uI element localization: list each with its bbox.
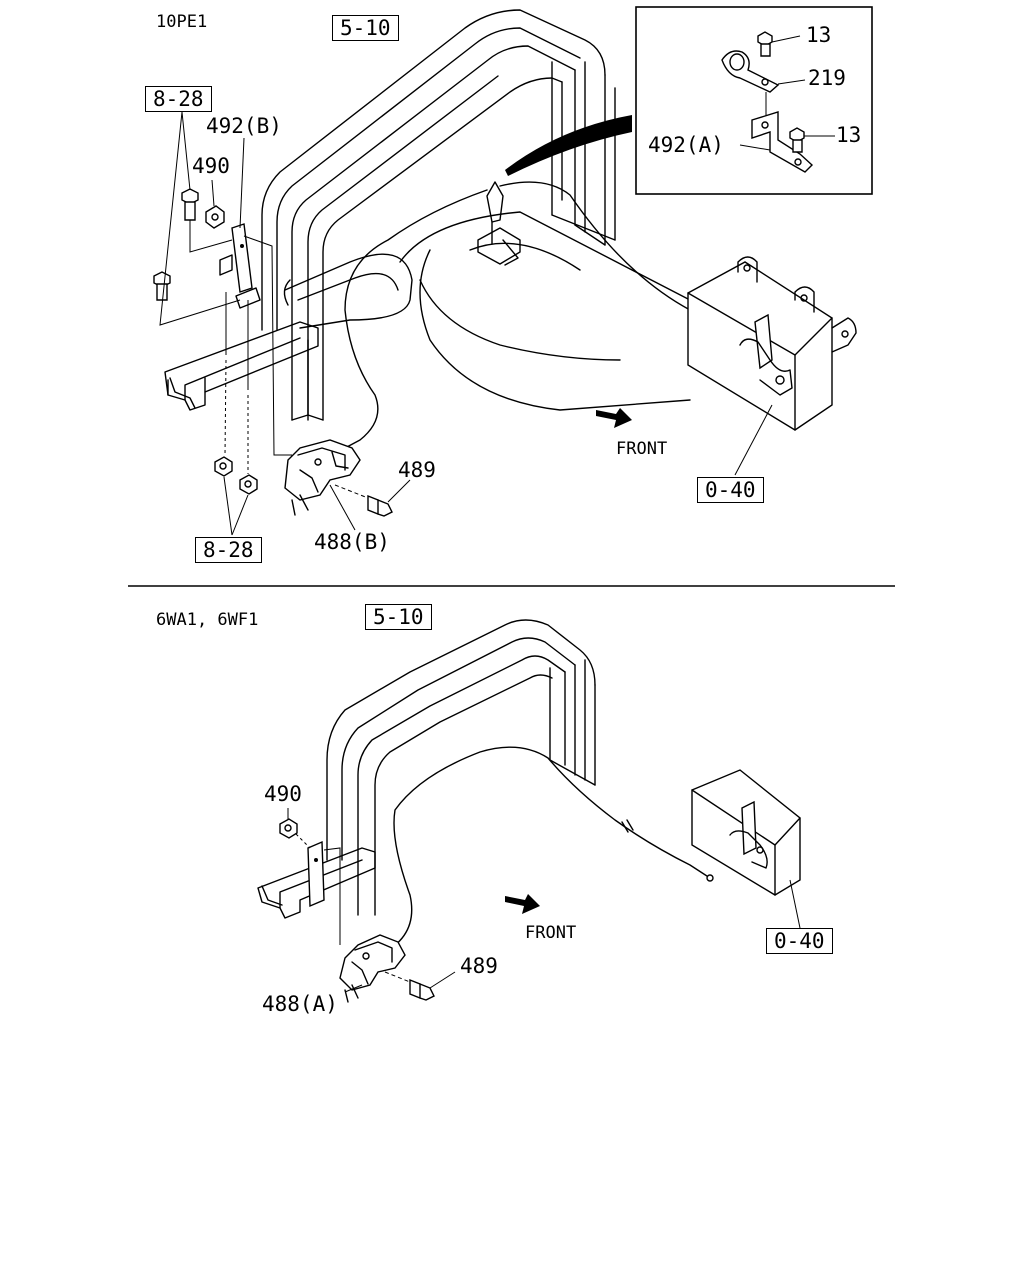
bottom-assembly-drawing: [257, 619, 801, 1003]
ref-8-28-upper[interactable]: 8-28: [145, 86, 212, 112]
detail-inset-frame: [635, 6, 873, 195]
part-label-490-bottom: 490: [264, 782, 302, 806]
inset-part-label-219: 219: [808, 66, 846, 90]
inset-part-label-13-bottom: 13: [836, 123, 862, 147]
top-engine-code: 10PE1: [156, 12, 208, 32]
ref-8-28-lower[interactable]: 8-28: [195, 537, 262, 563]
part-label-492b: 492(B): [206, 114, 282, 138]
part-label-488a: 488(A): [262, 992, 338, 1016]
part-label-489-bottom: 489: [460, 954, 498, 978]
top-assembly-drawing: [153, 6, 873, 536]
ref-0-40-bottom[interactable]: 0-40: [766, 928, 833, 954]
part-label-488b: 488(B): [314, 530, 390, 554]
bottom-engine-code: 6WA1, 6WF1: [156, 610, 259, 630]
ref-0-40-top[interactable]: 0-40: [697, 477, 764, 503]
part-label-490-top: 490: [192, 154, 230, 178]
ref-5-10-bottom[interactable]: 5-10: [365, 604, 432, 630]
inset-part-label-13-top: 13: [806, 23, 832, 47]
ref-5-10-top[interactable]: 5-10: [332, 15, 399, 41]
inset-part-label-492a: 492(A): [648, 133, 724, 157]
front-direction-label-bottom: FRONT: [525, 923, 577, 943]
front-direction-label-top: FRONT: [616, 439, 668, 459]
part-label-489-top: 489: [398, 458, 436, 482]
